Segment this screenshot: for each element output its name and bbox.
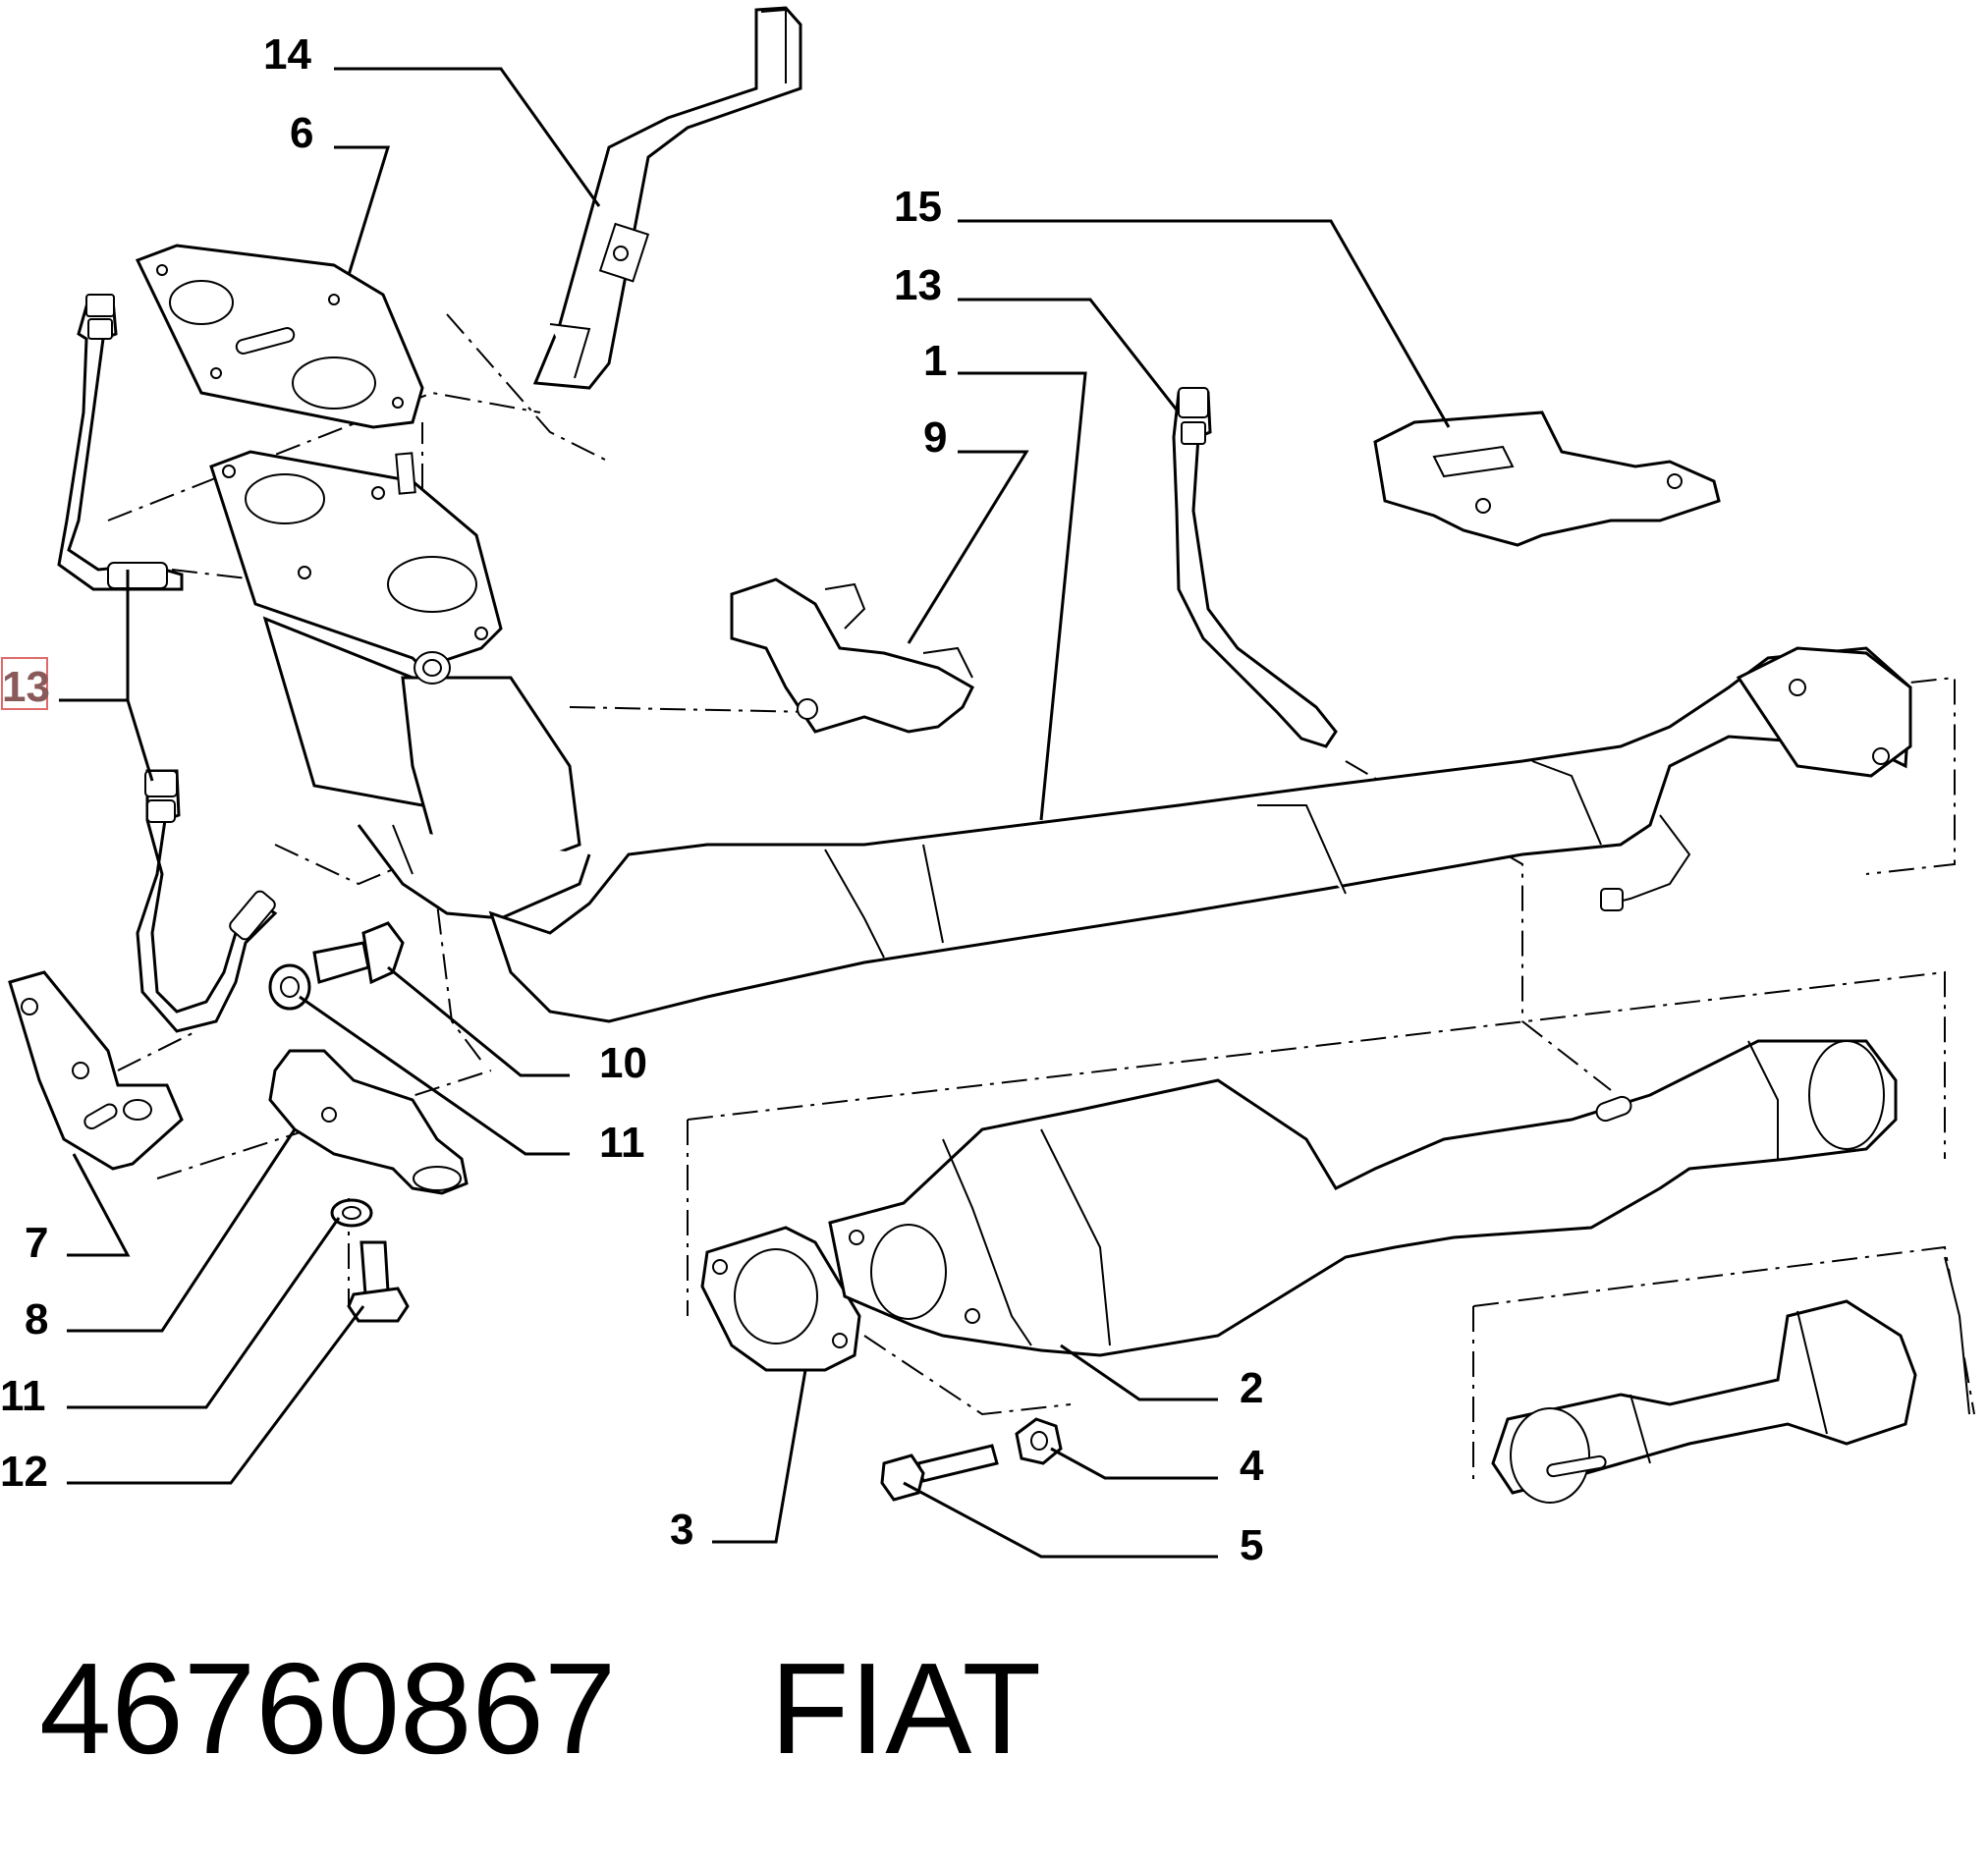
callout-13-highlight-box [1,657,48,710]
callout-14: 14 [263,30,311,79]
callout-11-low: 11 [0,1372,46,1420]
catalyst-part-2 [828,1039,1898,1357]
bolt-part-5 [880,1444,999,1502]
nut-part-4 [1015,1417,1063,1465]
clamp-part-8 [268,1049,469,1195]
front-pipe-part-1 [488,646,1912,1023]
callout-4: 4 [1240,1442,1264,1490]
callout-labels: 14 6 15 13 1 9 13 10 11 7 8 11 12 2 4 5 … [0,30,1264,1569]
callout-7: 7 [25,1219,48,1267]
bracket-part-14 [532,6,802,390]
bracket-part-7 [8,970,184,1171]
callout-10: 10 [599,1039,647,1087]
bolt-part-10 [312,921,405,985]
callout-13-top: 13 [894,261,942,309]
callout-6: 6 [290,109,313,157]
gasket-part-3 [700,1226,861,1372]
callout-5: 5 [1240,1521,1263,1569]
callout-3: 3 [670,1506,693,1554]
callout-2: 2 [1240,1364,1263,1412]
catalytic-manifold [209,450,591,920]
washer-part-11-mid [268,963,311,1011]
bolt-part-12 [347,1240,410,1323]
pipe-sleeve-detail [1491,1256,1970,1504]
lambda-sensor-right [1172,387,1338,748]
lambda-sensor-left-upper [57,294,184,591]
callout-1: 1 [923,337,947,385]
hanger-part-9 [730,577,974,734]
callout-12: 12 [0,1448,48,1496]
callout-13-left: 13 [2,663,50,711]
part-number-footer: 46760867 FIAT [39,1630,1905,1787]
part-number: 46760867 [39,1636,617,1781]
callout-8: 8 [25,1295,48,1344]
brand-name: FIAT [769,1636,1042,1781]
lambda-sensor-left-lower [136,769,278,1033]
callout-11-mid: 11 [599,1119,645,1167]
heat-shield-part-15 [1373,411,1721,547]
gasket-part-6 [135,244,424,429]
washer-part-11-low [330,1198,373,1228]
callout-9: 9 [923,413,947,462]
callout-15: 15 [894,183,942,231]
leader-lines [59,67,1451,1559]
